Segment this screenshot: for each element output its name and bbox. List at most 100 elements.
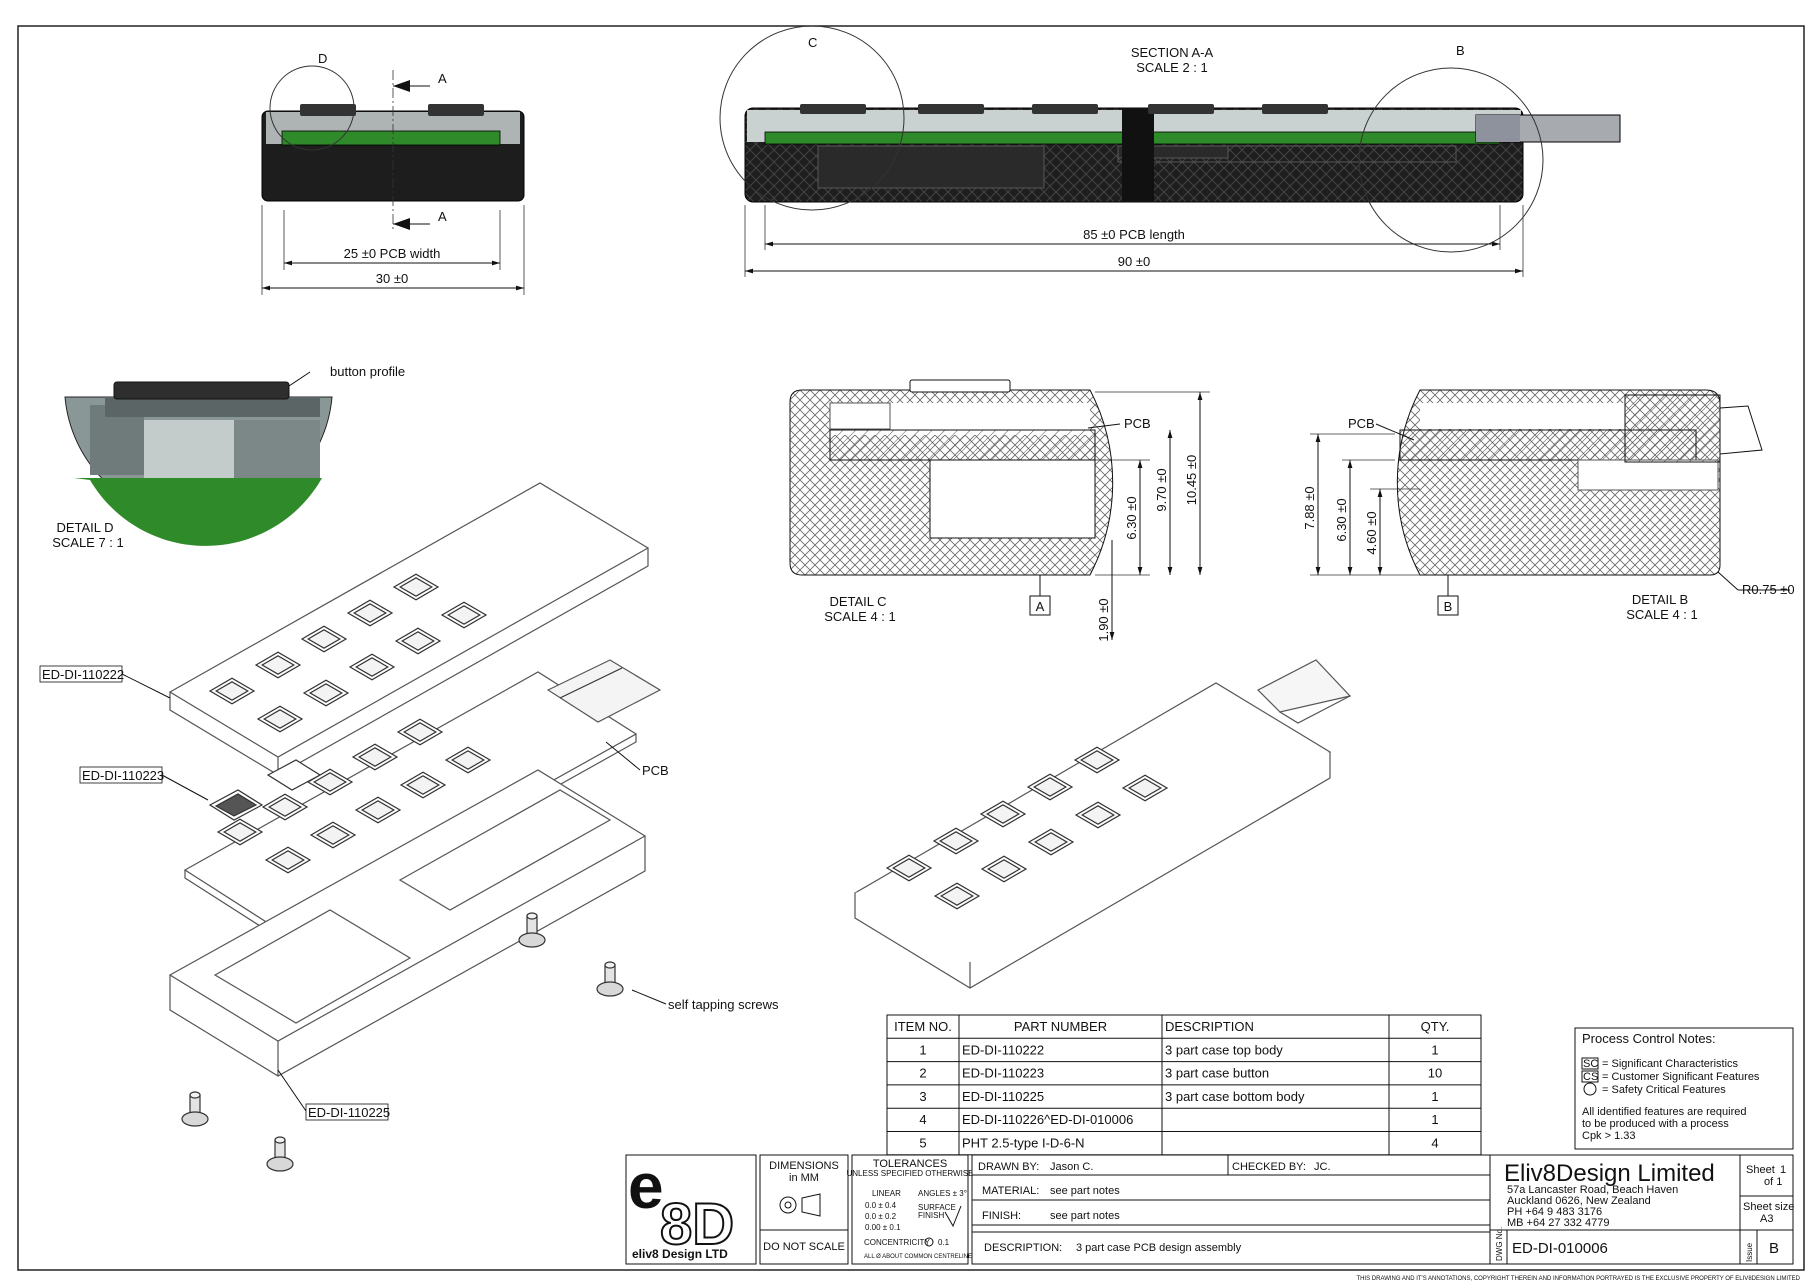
bom-cell: 3 part case top body [1165, 1042, 1283, 1057]
tol-finish: FINISH [918, 1211, 944, 1220]
tolerances-label: TOLERANCES [873, 1158, 947, 1170]
process-notes-title: Process Control Notes: [1582, 1031, 1716, 1046]
bom-cell: 2 [919, 1066, 926, 1081]
pcb-button-0-3 [351, 743, 399, 771]
screw-icon [518, 912, 546, 948]
tol-linear: LINEAR [872, 1189, 901, 1198]
top-body-button-1-2 [348, 653, 396, 681]
dim-460-b: 4.60 ±0 [1364, 511, 1379, 554]
sheet-border [17, 25, 1805, 1271]
finish-value: see part notes [1050, 1210, 1120, 1222]
logo-text: eliv8 Design LTD [632, 1247, 728, 1261]
bom-cell: 3 [919, 1089, 926, 1104]
screw-icon [596, 961, 624, 997]
pcb-label-c: PCB [1124, 416, 1151, 431]
assembled-button-0-4 [1073, 746, 1121, 774]
sheet-number: 1 [1780, 1164, 1786, 1176]
do-not-scale: DO NOT SCALE [763, 1241, 845, 1253]
pcb-button-1-4 [444, 746, 492, 774]
bom-cell: 3 part case bottom body [1165, 1089, 1305, 1104]
detail-c: PCB 6.30 ±0 9.70 ±0 10.45 ±0 1.90 ±0 A D… [789, 379, 1210, 642]
dim-1045-c: 10.45 ±0 [1184, 455, 1199, 506]
dims-unit: in MM [789, 1172, 819, 1184]
top-body-button-0-4 [392, 573, 440, 601]
button-profile-label: button profile [330, 364, 405, 379]
material: see part notes [1050, 1185, 1120, 1197]
top-body-button-1-3 [394, 627, 442, 655]
req-line-2: to be produced with a process [1582, 1118, 1729, 1130]
top-body-button-0-2 [300, 625, 348, 653]
bom-cell: PHT 2.5-type I-D-6-N [962, 1136, 1085, 1151]
assembled-button-0-3 [1026, 773, 1074, 801]
pcb-button-1-2 [354, 796, 402, 824]
detail-b: PCB 7.88 ±0 6.30 ±0 4.60 ±0 B R0.75 ±0 D… [1302, 389, 1795, 622]
bom-table: ITEM NO. PART NUMBER DESCRIPTION QTY. 1 ED-DI… [886, 1014, 1482, 1156]
detail-d-marker: D [318, 51, 327, 66]
description-label: DESCRIPTION: [984, 1242, 1062, 1254]
assembled-button-1-4 [1121, 774, 1169, 802]
surface-finish-icon [944, 1205, 962, 1228]
projection-icon [779, 1193, 821, 1217]
drawn-by: Jason C. [1050, 1161, 1093, 1173]
cut-label-a-bottom: A [438, 209, 447, 224]
section-label: SECTION A-A [1131, 45, 1214, 60]
bom-header-cell: DESCRIPTION [1165, 1019, 1254, 1034]
detail-c-scale: SCALE 4 : 1 [824, 609, 896, 624]
pcb-button-1-3 [399, 771, 447, 799]
company-name: Eliv8Design Limited [1504, 1160, 1715, 1187]
tol-angles: ANGLES ± 3° [918, 1189, 967, 1198]
bom-cell: 5 [919, 1136, 926, 1151]
bom-header-cell: PART NUMBER [1014, 1019, 1107, 1034]
assembled-button-1-1 [980, 855, 1028, 883]
checked-by: JC. [1314, 1161, 1331, 1173]
bom-cell: 4 [1431, 1136, 1438, 1151]
bom-cell: 10 [1428, 1066, 1442, 1081]
safety-note: = Safety Critical Features [1602, 1084, 1726, 1096]
description: 3 part case PCB design assembly [1076, 1242, 1242, 1254]
cs-note: = Customer Significant Features [1602, 1071, 1760, 1083]
assembled-button-0-2 [979, 800, 1027, 828]
pcb-button-0-0 [216, 818, 264, 846]
process-notes: Process Control Notes: SC = Significant … [1574, 1027, 1794, 1150]
section-scale: SCALE 2 : 1 [1136, 60, 1208, 75]
dim-630-c: 6.30 ±0 [1124, 496, 1139, 539]
logo-e: e [628, 1150, 664, 1222]
drawn-by-label: DRAWN BY: [978, 1161, 1039, 1173]
top-body-button-1-1 [302, 679, 350, 707]
safety-icon [1583, 1082, 1597, 1096]
top-body-button-1-0 [256, 705, 304, 733]
dwg-number: ED-DI-010006 [1512, 1240, 1608, 1257]
dim-r075: R0.75 ±0 [1742, 582, 1795, 597]
pcb-label-b: PCB [1348, 416, 1375, 431]
tol-row-2: 0.0 ± 0.2 [865, 1212, 897, 1221]
material-label: MATERIAL: [982, 1185, 1039, 1197]
cs-symbol: CS [1583, 1071, 1598, 1083]
bom-cell: ED-DI-110222 [962, 1042, 1044, 1057]
detail-b-label: DETAIL B [1632, 592, 1688, 607]
tol-row-3: 0.00 ± 0.1 [865, 1223, 901, 1232]
detail-d-label: DETAIL D [56, 520, 113, 535]
copyright-footer: THIS DRAWING AND IT'S ANNOTATIONS, COPYR… [1356, 1276, 1800, 1282]
title-block: e 8D eliv8 Design LTD DIMENSIONS in MM D… [625, 1150, 1801, 1282]
sheet-size-label: Sheet size [1743, 1201, 1794, 1213]
dim-788-b: 7.88 ±0 [1302, 486, 1317, 529]
req-line-3: Cpk > 1.33 [1582, 1130, 1636, 1142]
dims-label: DIMENSIONS [769, 1160, 839, 1172]
detail-c-label: DETAIL C [829, 594, 886, 609]
concentricity-icon [924, 1237, 934, 1247]
detail-b-marker: B [1456, 43, 1465, 58]
dim-970-c: 9.70 ±0 [1154, 468, 1169, 511]
bom-cell: 1 [1431, 1112, 1438, 1127]
bom-header-cell: ITEM NO. [894, 1019, 952, 1034]
bom-cell: 4 [919, 1112, 926, 1127]
bom-header-cell: QTY. [1421, 1019, 1450, 1034]
dim-pcb-length: 85 ±0 PCB length [1083, 227, 1185, 242]
pcb-button-0-4 [396, 718, 444, 746]
exploded-view [168, 482, 662, 1172]
callout-pcb: PCB [642, 763, 669, 778]
dim-190-c: 1.90 ±0 [1096, 598, 1111, 641]
assembled-button-0-0 [885, 854, 933, 882]
bom-cell: ED-DI-110223 [962, 1066, 1044, 1081]
finish-label: FINISH: [982, 1210, 1021, 1222]
assembled-button-0-1 [932, 827, 980, 855]
